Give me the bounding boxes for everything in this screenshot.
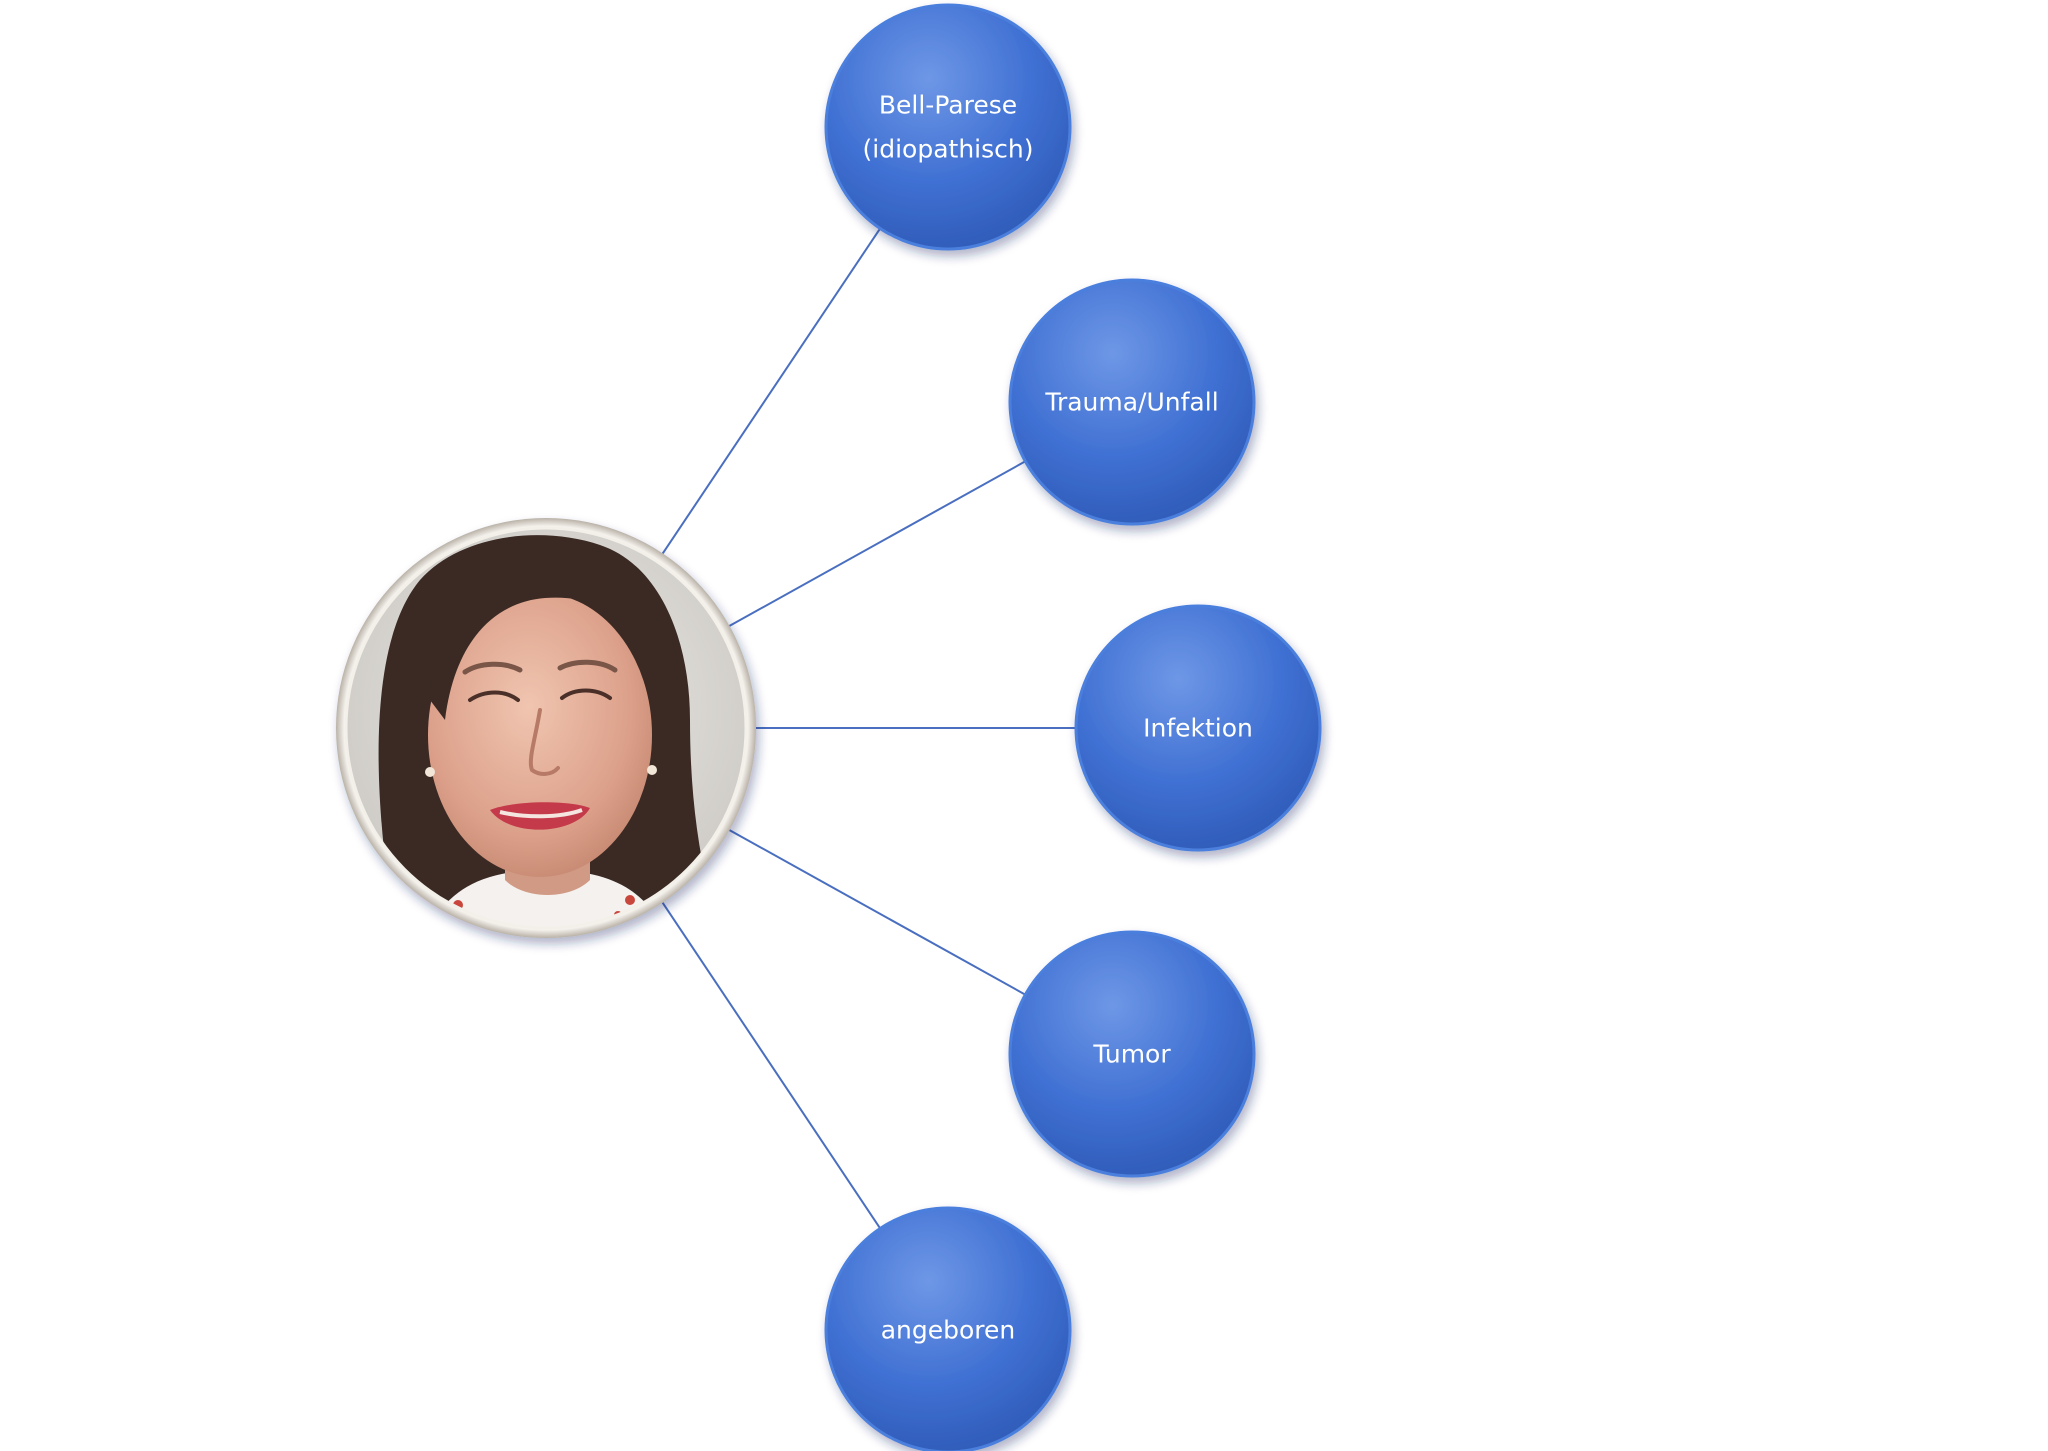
node-angeboren: angeboren (824, 1206, 1072, 1451)
cause-nodes: Bell-Parese (idiopathisch) Trauma/UnfallIn… (824, 3, 1322, 1451)
node-circle-infektion (1074, 604, 1322, 852)
node-label-infektion: Infektion (1143, 714, 1253, 743)
node-circle-angeboren (824, 1206, 1072, 1451)
node-label-bell-2: (idiopathisch) (863, 135, 1034, 164)
node-circle-bell (824, 3, 1072, 251)
node-label-tumor: Tumor (1092, 1040, 1171, 1069)
node-circle-trauma (1008, 278, 1256, 526)
connector-trauma (729, 460, 1026, 627)
connector-angeboren (661, 902, 882, 1230)
portrait-photo (346, 528, 746, 928)
connector-bell (661, 227, 882, 555)
central-portrait (336, 518, 756, 938)
node-trauma: Trauma/Unfall (1008, 278, 1256, 526)
node-label-trauma: Trauma/Unfall (1044, 388, 1218, 417)
portrait-inner-rim (344, 526, 748, 930)
connector-tumor (729, 829, 1026, 996)
node-tumor: Tumor (1008, 930, 1256, 1178)
node-label-bell-1: Bell-Parese (879, 91, 1017, 120)
node-circle-tumor (1008, 930, 1256, 1178)
connector-lines (661, 227, 1076, 1230)
node-infektion: Infektion (1074, 604, 1322, 852)
node-bell: Bell-Parese (idiopathisch) (824, 3, 1072, 251)
node-label-angeboren: angeboren (881, 1316, 1016, 1345)
